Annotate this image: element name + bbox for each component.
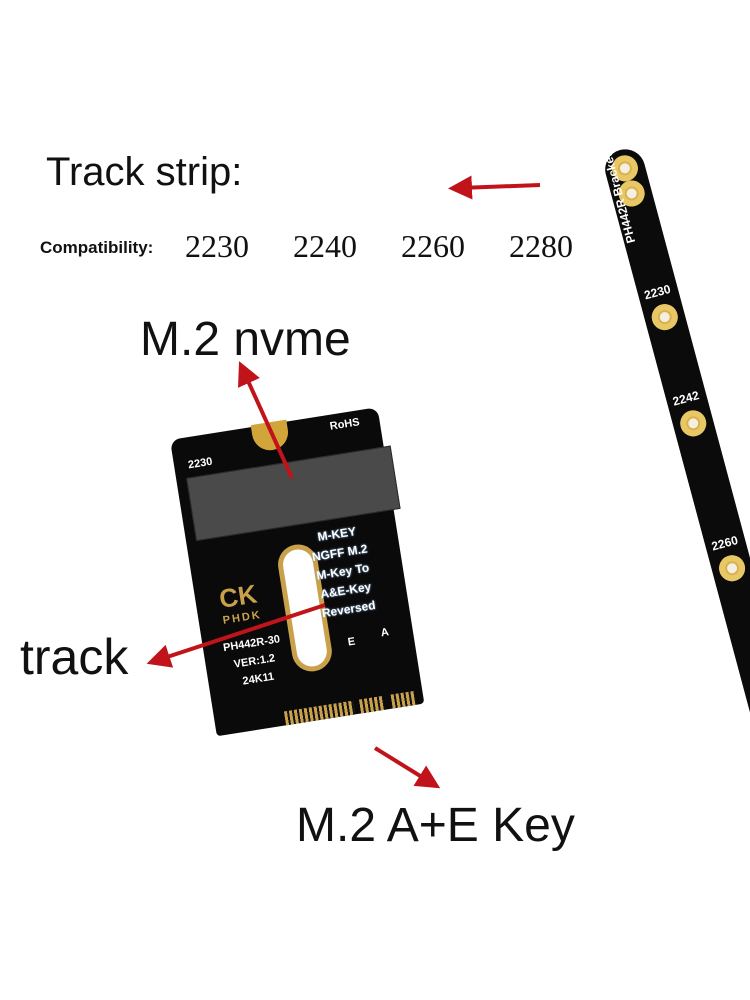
track-strip-heading: Track strip: bbox=[46, 150, 243, 194]
arrow-track bbox=[146, 603, 326, 668]
arrow-nvme bbox=[238, 361, 294, 479]
arrow-ae bbox=[373, 746, 441, 789]
ae-key-label: M.2 A+E Key bbox=[296, 799, 575, 852]
nvme-label: M.2 nvme bbox=[140, 313, 351, 366]
arrow-strip bbox=[448, 175, 541, 200]
track-label: track bbox=[20, 629, 129, 685]
compatibility-sizes: 2230 2240 2260 2280 bbox=[185, 228, 573, 264]
compatibility-label: Compatibility: bbox=[40, 238, 154, 257]
